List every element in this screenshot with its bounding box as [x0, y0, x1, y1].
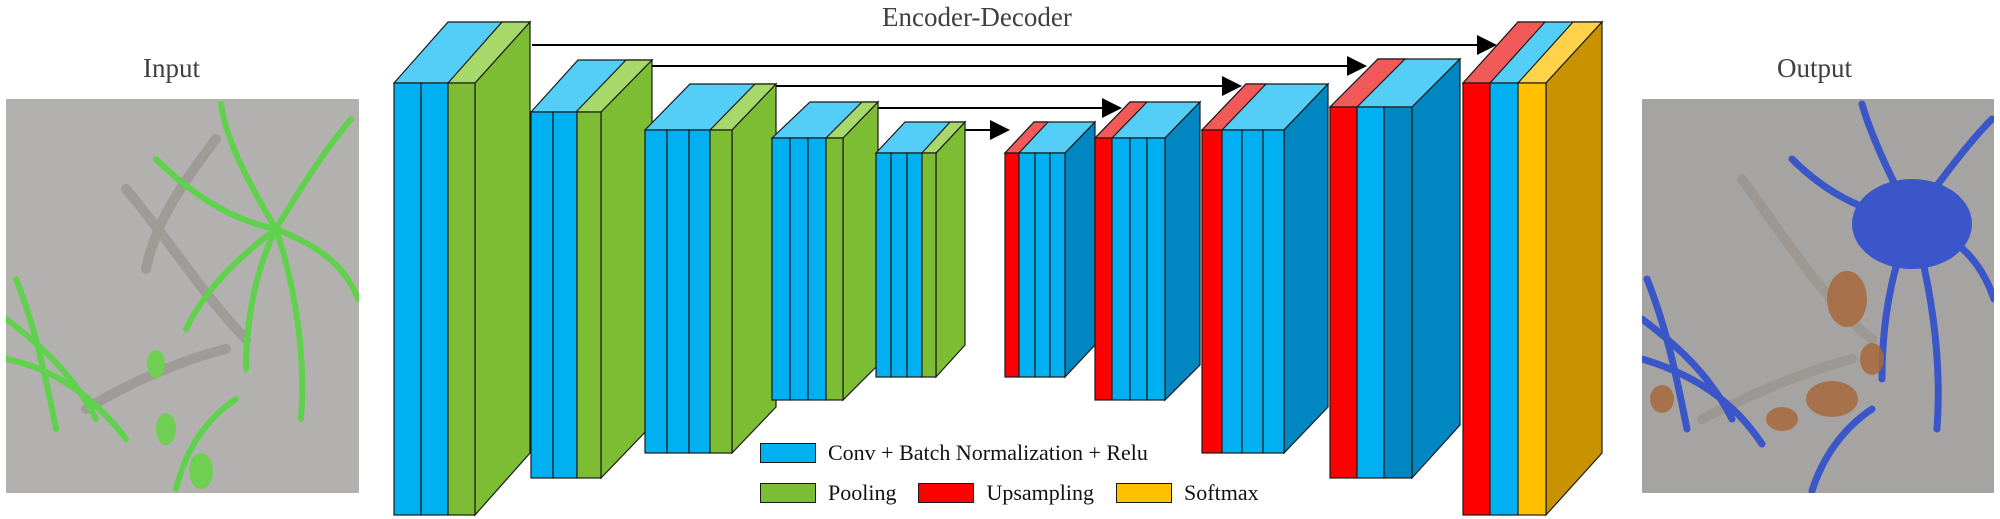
legend-row-1: Conv + Batch Normalization + Relu: [760, 440, 1170, 466]
input-label: Input: [143, 53, 200, 83]
decoder-block-4: [1328, 57, 1462, 480]
encoder-block-3: [643, 82, 778, 455]
diagram-title: Encoder-Decoder: [882, 2, 1072, 32]
output-image: [1642, 99, 1994, 493]
input-photo-drawing: [6, 99, 359, 493]
output-block-softmax: [1461, 20, 1604, 517]
decoder-block-3: [1200, 82, 1330, 455]
legend-conv-swatch: [760, 443, 816, 463]
legend-pooling-label: Pooling: [828, 480, 897, 505]
legend-upsampling: Upsampling: [918, 480, 1094, 506]
decoder-block-2: [1093, 100, 1202, 402]
legend-conv-label: Conv + Batch Normalization + Relu: [828, 440, 1148, 465]
legend-pooling-swatch: [760, 483, 816, 503]
legend-upsampling-label: Upsampling: [986, 480, 1095, 505]
encoder-block-4: [770, 100, 880, 402]
output-photo-drawing: [1642, 99, 1994, 493]
legend-upsampling-swatch: [918, 483, 975, 503]
legend-row-2: Pooling Upsampling Softmax: [760, 480, 1281, 506]
decoder-block-1: [1003, 120, 1097, 379]
legend-softmax-swatch: [1116, 483, 1173, 503]
output-label: Output: [1777, 53, 1853, 83]
encoder-block-5: [874, 120, 967, 379]
encoder-block-2: [529, 58, 654, 480]
legend-softmax: Softmax: [1116, 480, 1259, 506]
legend-softmax-label: Softmax: [1184, 480, 1259, 505]
encoder-block-1: [392, 20, 532, 517]
input-image: [6, 99, 359, 493]
legend-pooling: Pooling: [760, 480, 896, 506]
legend-conv: Conv + Batch Normalization + Relu: [760, 440, 1148, 466]
